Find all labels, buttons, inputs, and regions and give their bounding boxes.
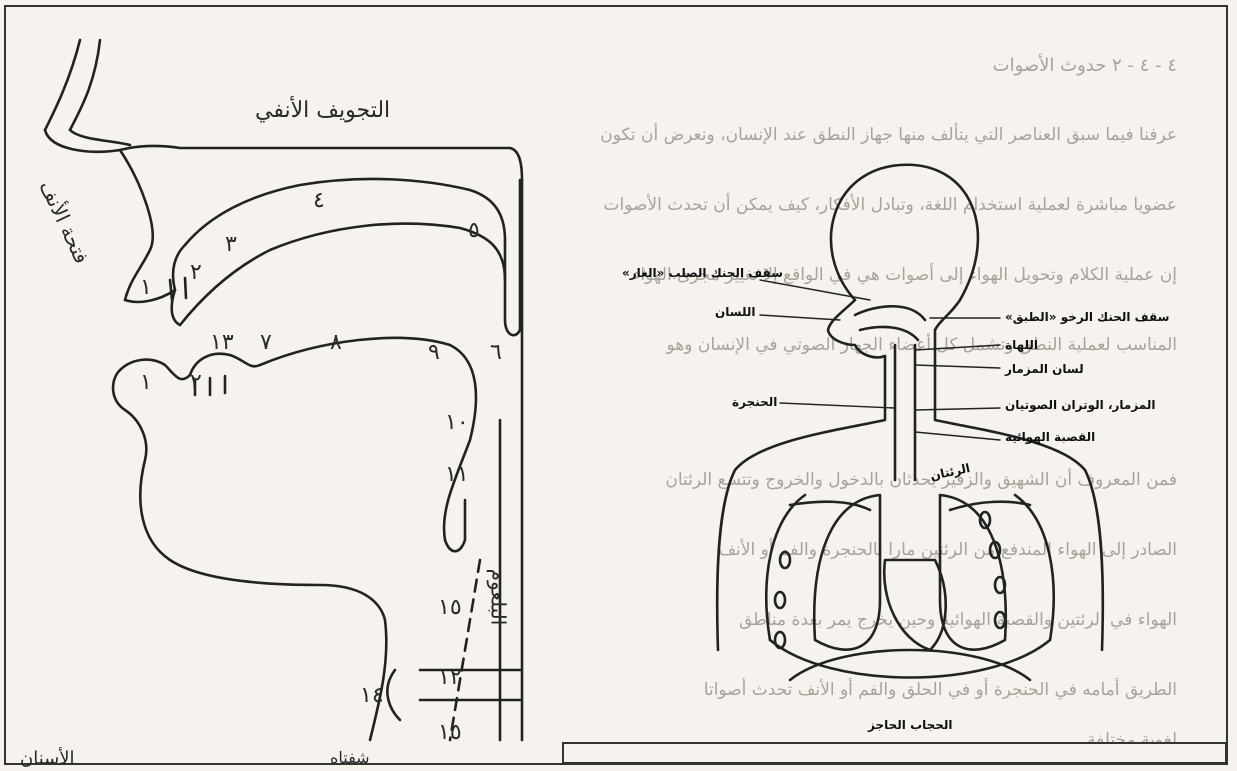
label-diaphragm: الحجاب الحاجز xyxy=(868,718,953,732)
respiratory-figure xyxy=(717,165,1103,680)
num-12: ١٢ xyxy=(438,665,462,690)
num-7: ٧ xyxy=(260,330,272,355)
num-15-upper: ١٥ xyxy=(438,595,462,620)
bottom-caption-teeth: الأسنان xyxy=(20,748,74,769)
num-4: ٤ xyxy=(313,188,325,213)
num-3: ٣ xyxy=(225,232,237,257)
num-9: ٩ xyxy=(428,340,440,365)
num-1-lower: ١ xyxy=(140,370,152,395)
label-epiglottis: لسان المزمار xyxy=(1005,362,1084,376)
label-pharynx: البلعوم xyxy=(486,569,510,626)
label-uvula: اللهاة xyxy=(1005,338,1038,352)
bottom-frame-box xyxy=(562,742,1227,764)
bottom-caption-lips: شفتاه xyxy=(330,748,370,767)
head-profile-outline xyxy=(45,40,522,740)
label-soft-palate: سقف الحنك الرخو «الطبق» xyxy=(1005,310,1169,324)
num-15-lower: ١٥ xyxy=(438,720,462,745)
label-tongue: اللسان xyxy=(715,305,755,319)
label-larynx: الحنجرة xyxy=(732,395,777,409)
label-trachea: القصبة الهوائية xyxy=(1005,430,1095,444)
num-5: ٥ xyxy=(468,218,480,243)
num-10: ١٠ xyxy=(445,410,469,435)
num-6: ٦ xyxy=(490,340,502,365)
label-hard-palate: سقف الحنك الصلب «الغار» xyxy=(622,266,783,280)
num-1-upper: ١ xyxy=(140,275,152,300)
label-vocal-cords: المزمار، الوتران الصوتيان xyxy=(1005,398,1155,412)
num-2-upper: ٢ xyxy=(190,260,202,285)
num-13: ١٣ xyxy=(210,330,234,355)
num-2-lower: ٢ xyxy=(190,370,202,395)
num-14: ١٤ xyxy=(360,683,384,708)
num-11: ١١ xyxy=(445,462,469,487)
label-nasal-cavity: التجويف الأنفي xyxy=(255,98,390,123)
num-8: ٨ xyxy=(330,330,342,355)
